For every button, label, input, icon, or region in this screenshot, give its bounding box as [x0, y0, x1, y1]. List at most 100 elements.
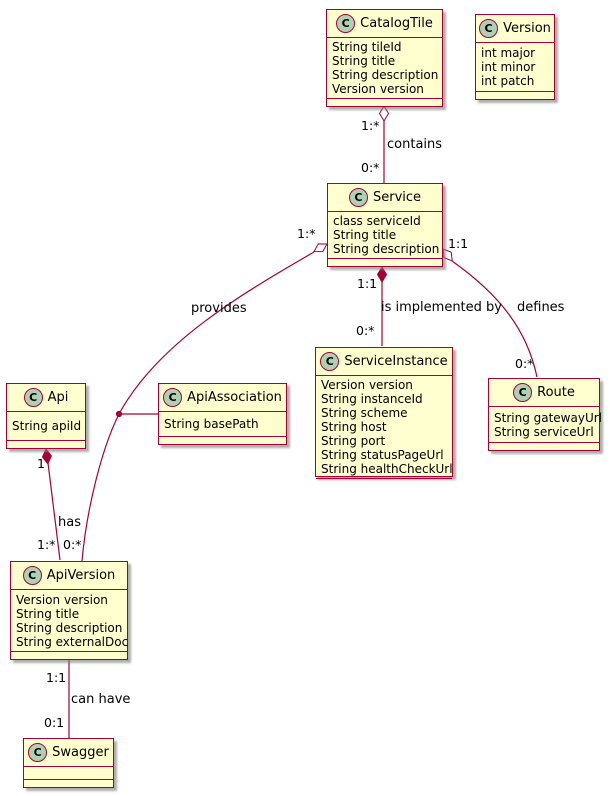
class-apiassociation: C ApiAssociation String basePath	[158, 383, 287, 445]
class-icon: C	[336, 14, 356, 33]
attribute: String basePath	[164, 417, 259, 431]
association-class-dot	[115, 410, 123, 418]
attribute: int major	[481, 46, 536, 60]
class-icon: C	[320, 352, 340, 371]
class-catalogtile: C CatalogTile String tileId String title…	[326, 9, 443, 107]
label-is-implemented-by: is implemented by	[381, 300, 502, 315]
class-apiversion: C ApiVersion Version version String titl…	[10, 561, 128, 660]
multiplicity-contains-source: 1:*	[361, 118, 380, 133]
class-service: C Service class serviceId String title S…	[327, 183, 443, 267]
multiplicity-defines-source: 1:1	[448, 236, 469, 251]
attribute: Version version	[332, 82, 424, 96]
class-name: Swagger	[52, 745, 109, 760]
multiplicity-can-have-source: 1:1	[46, 670, 67, 685]
class-icon: C	[513, 383, 533, 402]
attribute: Version version	[16, 592, 108, 607]
class-methods-empty	[328, 259, 442, 266]
edge-has	[47, 462, 61, 561]
class-header: C Version	[476, 15, 554, 43]
label-defines: defines	[517, 300, 565, 315]
class-serviceinstance: C ServiceInstance Version version String…	[315, 347, 453, 479]
class-icon: C	[23, 388, 43, 407]
attribute: String externalDoc	[16, 634, 129, 649]
edge-defines	[451, 260, 538, 378]
class-icon: C	[163, 388, 183, 407]
multiplicity-has-source: 1	[37, 456, 45, 471]
class-header: C ApiVersion	[11, 562, 127, 590]
attribute: String statusPageUrl	[321, 448, 444, 462]
attribute: String port	[321, 434, 386, 448]
class-methods-empty	[327, 99, 442, 106]
aggregation-diamond-contains	[378, 105, 390, 122]
multiplicity-is-implemented-by-source: 1:1	[357, 276, 378, 291]
class-methods-empty	[24, 780, 113, 787]
class-name: ApiVersion	[46, 568, 116, 583]
class-icon: C	[479, 19, 499, 38]
attribute: String description	[333, 242, 440, 256]
attribute: String serviceUrl	[494, 424, 594, 439]
class-header: C CatalogTile	[327, 10, 442, 38]
class-attributes: String basePath	[159, 412, 286, 437]
class-methods-empty	[489, 443, 599, 450]
attribute: String scheme	[321, 406, 408, 420]
multiplicity-can-have-target: 0:1	[44, 715, 65, 730]
class-name: ServiceInstance	[344, 354, 448, 369]
class-icon: C	[22, 566, 42, 585]
aggregation-diamond-defines	[442, 248, 453, 262]
class-api: C Api String apiId	[6, 383, 86, 449]
class-name: Service	[372, 190, 422, 205]
multiplicity-provides-target: 0:*	[63, 537, 82, 552]
attribute: String title	[332, 54, 396, 68]
attribute: String description	[16, 620, 123, 635]
class-attributes: String apiId	[7, 412, 85, 441]
attribute: String instanceId	[321, 392, 423, 406]
attribute: Version version	[321, 378, 413, 392]
class-swagger: C Swagger	[23, 738, 114, 788]
class-header: C Service	[328, 184, 442, 212]
attribute: String healthCheckUrl	[321, 462, 453, 476]
class-attributes: String gatewayUrl String serviceUrl	[489, 407, 603, 443]
attribute: class serviceId	[333, 214, 421, 228]
multiplicity-is-implemented-by-target: 0:*	[356, 323, 375, 338]
class-attributes-empty	[24, 767, 113, 780]
class-header: C Swagger	[24, 739, 113, 767]
multiplicity-contains-target: 0:*	[361, 160, 380, 175]
attribute: int minor	[481, 60, 536, 74]
class-header: C ServiceInstance	[316, 348, 452, 376]
multiplicity-provides-source: 1:*	[297, 226, 316, 241]
class-header: C Route	[489, 379, 599, 407]
class-route: C Route String gatewayUrl String service…	[488, 378, 603, 451]
class-methods-empty	[476, 92, 554, 99]
attribute: String gatewayUrl	[494, 410, 603, 425]
attribute: String title	[16, 606, 80, 621]
attribute: String description	[332, 68, 439, 82]
multiplicity-has-target: 1:*	[37, 537, 56, 552]
label-provides: provides	[191, 301, 247, 316]
attribute: String title	[333, 228, 397, 242]
class-methods-empty	[7, 441, 85, 448]
label-contains: contains	[387, 137, 443, 152]
class-name: Version	[503, 21, 551, 36]
label-can-have: can have	[71, 692, 131, 707]
attribute: String apiId	[12, 419, 82, 433]
class-header: C ApiAssociation	[159, 384, 286, 412]
label-has: has	[58, 515, 81, 530]
edge-provides	[81, 251, 315, 562]
aggregation-diamond-provides	[313, 243, 328, 253]
class-name: Api	[47, 390, 69, 405]
multiplicity-defines-target: 0:*	[515, 356, 534, 371]
class-header: C Api	[7, 384, 85, 412]
attribute: int patch	[481, 74, 535, 88]
attribute: String host	[321, 420, 387, 434]
class-attributes: int major int minor int patch	[476, 43, 554, 92]
class-methods-empty	[159, 437, 286, 444]
composition-diamond-has	[41, 448, 52, 465]
class-methods-empty	[316, 479, 452, 486]
class-attributes: Version version String title String desc…	[11, 590, 129, 652]
class-name: ApiAssociation	[187, 390, 282, 405]
class-attributes: class serviceId String title String desc…	[328, 212, 442, 259]
composition-diamond-is-implemented-by	[376, 266, 388, 283]
class-icon: C	[348, 188, 368, 207]
